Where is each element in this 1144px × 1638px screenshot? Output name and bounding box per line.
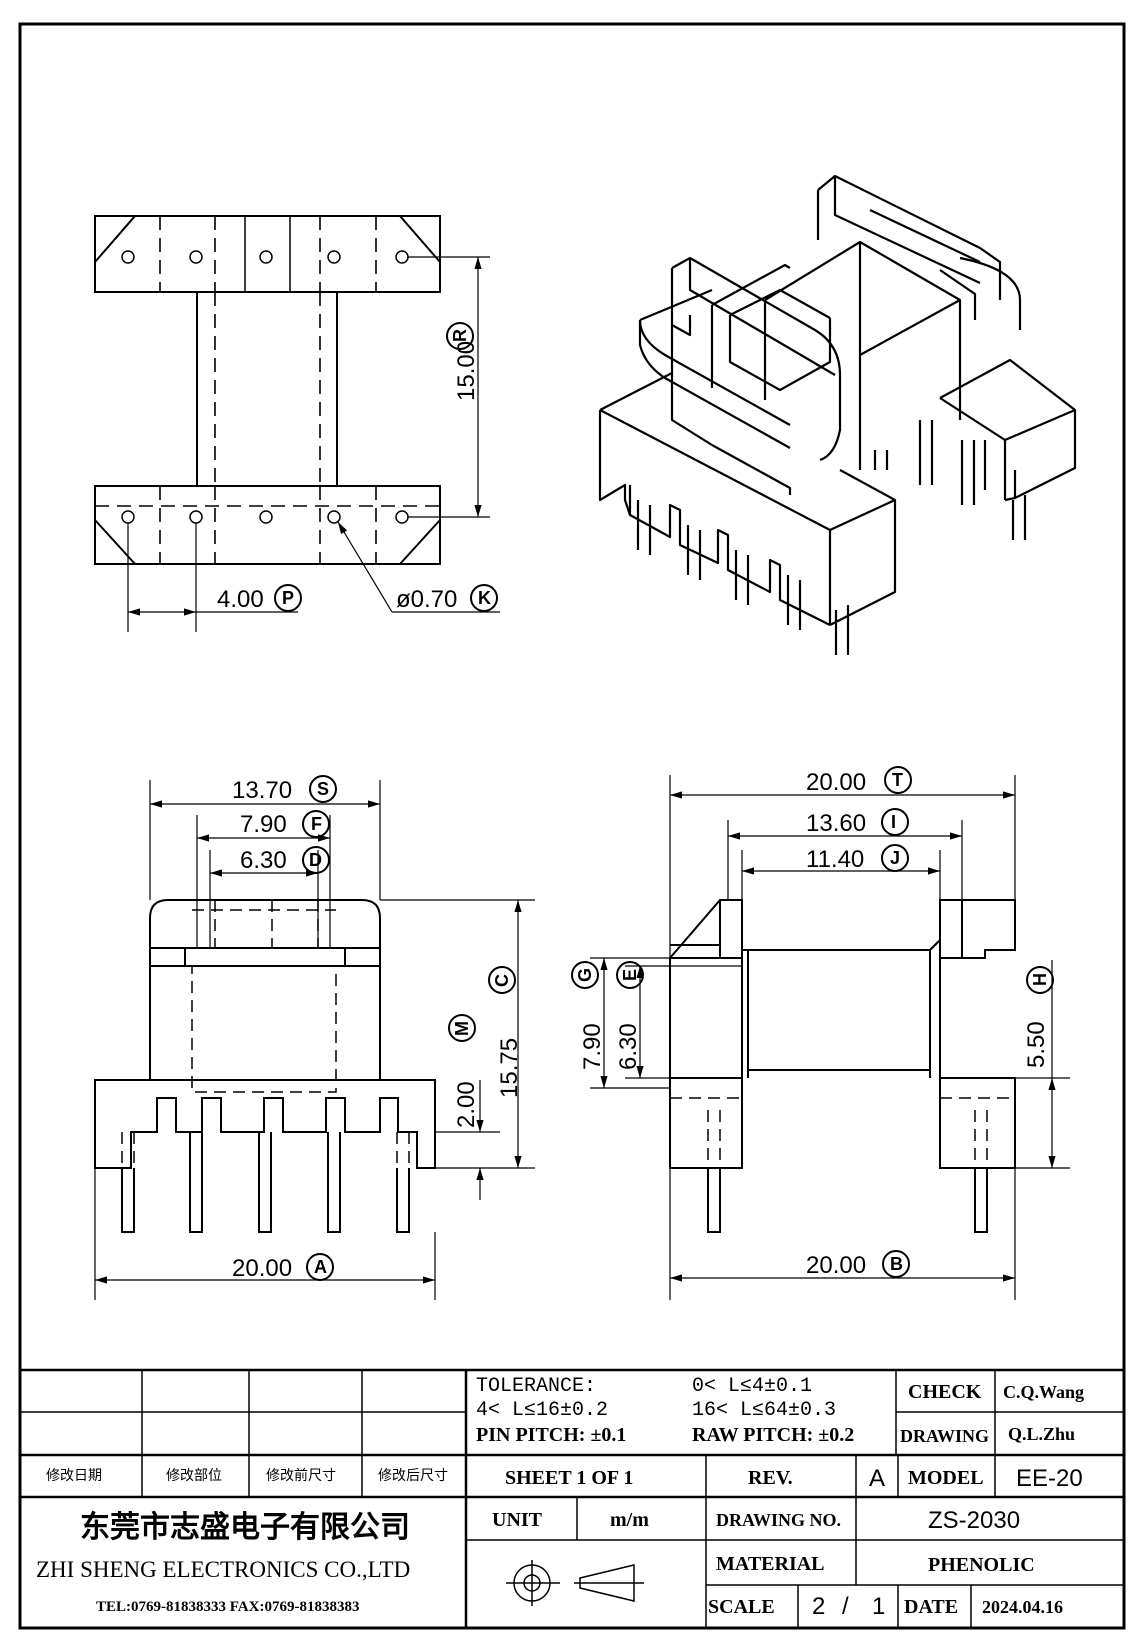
dim-15-00: 15.00: [453, 341, 480, 401]
dim-4-00: 4.00: [217, 586, 264, 613]
rev-header-part: 修改部位: [166, 1468, 222, 1484]
dim-6-30-e: 6.30: [615, 1023, 642, 1070]
rev-header-after: 修改后尺寸: [378, 1468, 448, 1484]
tag-i: I: [891, 812, 896, 832]
title-block-text: 修改日期 修改部位 修改前尺寸 修改后尺寸 TOLERANCE: 0< L≤4±…: [36, 1375, 1084, 1620]
dim-6-30: 6.30: [240, 847, 287, 874]
unit-label: UNIT: [492, 1509, 543, 1531]
model-label: MODEL: [908, 1467, 984, 1489]
dim-hole: ø0.70: [396, 586, 457, 613]
tag-e: E: [620, 969, 640, 981]
drawing-value: Q.L.Zhu: [1008, 1424, 1075, 1444]
dim-5-50: 5.50: [1023, 1021, 1050, 1068]
top-view-dims: 15.00 R 4.00 P ø0.70 K: [217, 322, 498, 613]
check-label: CHECK: [908, 1381, 982, 1403]
tolerance-2: 4< L≤16±0.2: [476, 1399, 608, 1422]
tag-s: S: [317, 779, 329, 799]
dim-2-00: 2.00: [453, 1081, 480, 1128]
dim-15-75: 15.75: [496, 1038, 523, 1098]
rev-header-date: 修改日期: [46, 1468, 102, 1484]
tag-b: B: [890, 1254, 903, 1274]
side-view-dims: 20.00 T 13.60 I 11.40 J 7.90 G 6.30 E 5.…: [571, 766, 1054, 1279]
date-label: DATE: [904, 1596, 958, 1618]
rev-label: REV.: [748, 1467, 793, 1489]
dim-20-00-t: 20.00: [806, 769, 866, 796]
dim-13-70: 13.70: [232, 777, 292, 804]
rev-header-before: 修改前尺寸: [266, 1467, 336, 1484]
material-value: PHENOLIC: [928, 1554, 1035, 1576]
dim-11-40: 11.40: [806, 846, 864, 873]
scale-label: SCALE: [708, 1596, 775, 1618]
company-name-cn: 东莞市志盛电子有限公司: [80, 1510, 410, 1545]
tag-a: A: [314, 1257, 327, 1277]
front-view-dims: 13.70 S 7.90 F 6.30 D 15.75 C 2.00 M 20.…: [232, 775, 523, 1282]
scale-numerator: 2: [812, 1593, 825, 1620]
dim-13-60: 13.60: [806, 810, 866, 837]
sheet-border: [18, 22, 1126, 1630]
tag-d: D: [309, 850, 322, 870]
tag-k: K: [478, 588, 491, 608]
model-value: EE-20: [1016, 1465, 1083, 1492]
title-block: [20, 1368, 1124, 1628]
raw-pitch: RAW PITCH: ±0.2: [692, 1424, 854, 1446]
drawing-label: DRAWING: [900, 1426, 989, 1446]
tag-r: R: [450, 329, 470, 342]
tag-t: T: [892, 770, 903, 790]
dim-20-00-a: 20.00: [232, 1255, 292, 1282]
pin-pitch: PIN PITCH: ±0.1: [476, 1424, 626, 1446]
isometric-view: [598, 174, 1077, 655]
tag-h: H: [1030, 973, 1050, 986]
tag-f: F: [311, 814, 322, 834]
rev-value: A: [869, 1465, 885, 1492]
company-name-en: ZHI SHENG ELECTRONICS CO.,LTD: [36, 1557, 410, 1582]
side-view: [590, 775, 1070, 1300]
material-label: MATERIAL: [716, 1553, 825, 1575]
scale-separator: /: [842, 1593, 849, 1620]
drawing-no-label: DRAWING NO.: [716, 1510, 841, 1530]
dim-20-00-b: 20.00: [806, 1252, 866, 1279]
tag-c: C: [492, 974, 512, 987]
dim-7-90-g: 7.90: [579, 1023, 606, 1070]
front-view: [94, 780, 535, 1300]
tag-m: M: [452, 1021, 472, 1036]
company-contact: TEL:0769-81838333 FAX:0769-81838383: [96, 1599, 359, 1615]
check-value: C.Q.Wang: [1003, 1382, 1084, 1402]
sheet-label: SHEET 1 OF 1: [505, 1467, 633, 1489]
tag-p: P: [282, 588, 294, 608]
date-value: 2024.04.16: [982, 1597, 1063, 1617]
projection-symbol-icon: [506, 1560, 644, 1606]
tolerance-1: 0< L≤4±0.1: [692, 1375, 812, 1398]
tag-g: G: [575, 968, 595, 982]
scale-denominator: 1: [872, 1593, 885, 1620]
top-view: [94, 215, 500, 632]
tolerance-3: 16< L≤64±0.3: [692, 1399, 836, 1422]
unit-value: m/m: [610, 1509, 649, 1531]
tolerance-label: TOLERANCE:: [476, 1375, 596, 1398]
dim-7-90: 7.90: [240, 811, 287, 838]
drawing-no-value: ZS-2030: [928, 1507, 1020, 1534]
tag-j: J: [890, 848, 900, 868]
